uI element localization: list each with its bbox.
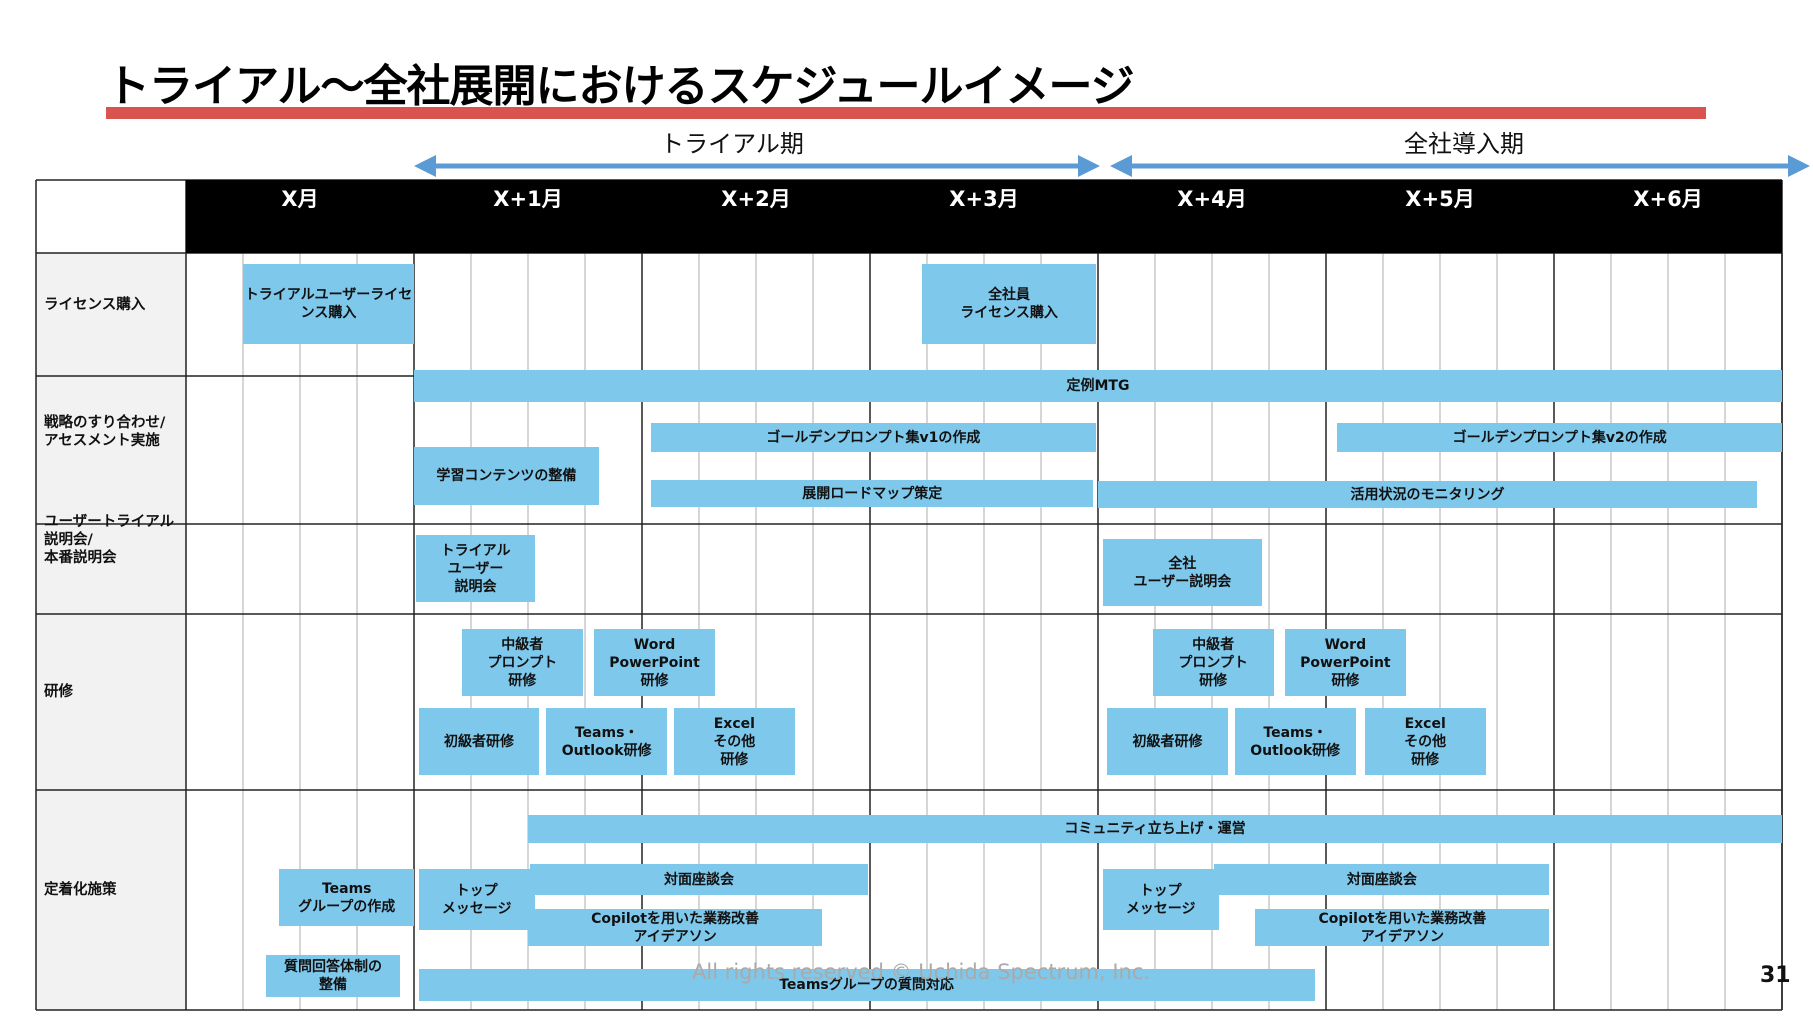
month-header (186, 180, 1782, 253)
schedule-bar[interactable]: Excel その他 研修 (673, 708, 795, 775)
schedule-bar[interactable]: Teams グループの作成 (279, 869, 414, 926)
schedule-bar[interactable]: トップ メッセージ (418, 869, 535, 930)
schedule-bar[interactable]: Teams・ Outlook研修 (1234, 708, 1356, 775)
month-header-2: X+2月 (721, 187, 791, 211)
title-underline (106, 107, 1706, 119)
schedule-bar[interactable]: 活用状況のモニタリング (1098, 481, 1757, 508)
arrow-rollout-phase (1110, 155, 1810, 177)
schedule-bar[interactable]: 定例MTG (414, 370, 1782, 402)
schedule-bar[interactable]: Teamsグループの質問対応 (418, 969, 1315, 1001)
schedule-bar[interactable]: コミュニティ立ち上げ・運営 (528, 815, 1782, 843)
month-header-4: X+4月 (1177, 187, 1247, 211)
schedule-bar[interactable]: 展開ロードマップ策定 (651, 480, 1094, 507)
schedule-bar[interactable]: Copilotを用いた業務改善 アイデアソン (528, 909, 823, 946)
schedule-bar[interactable]: 学習コンテンツの整備 (414, 447, 599, 505)
schedule-bar[interactable]: 全社員 ライセンス購入 (922, 264, 1096, 344)
schedule-bar[interactable]: 質問回答体制の 整備 (265, 955, 401, 997)
schedule-bar[interactable]: Copilotを用いた業務改善 アイデアソン (1255, 909, 1550, 946)
month-header-5: X+5月 (1405, 187, 1475, 211)
phase-label-trial: トライアル期 (660, 130, 804, 158)
schedule-bar[interactable]: ゴールデンプロンプト集v2の作成 (1337, 423, 1782, 452)
copyright-text: All rights reserved © Uchida Spectrum, I… (692, 960, 1151, 984)
schedule-bar[interactable]: 初級者研修 (1107, 708, 1228, 775)
schedule-bar[interactable]: ゴールデンプロンプト集v1の作成 (651, 423, 1096, 452)
month-header-3: X+3月 (949, 187, 1019, 211)
row-label-1: 戦略のすり合わせ/ アセスメント実施 (44, 415, 166, 449)
schedule-bar[interactable]: 全社 ユーザー説明会 (1102, 539, 1263, 606)
arrow-trial-phase (414, 155, 1100, 177)
row-label-4: 定着化施策 (44, 882, 117, 898)
schedule-bar[interactable]: 対面座談会 (1214, 864, 1550, 895)
row-label-0: ライセンス購入 (44, 297, 146, 313)
schedule-bar[interactable]: トライアルユーザーライセ ンス購入 (243, 264, 414, 344)
month-header-0: X月 (281, 187, 319, 211)
page-title: トライアル〜全社展開におけるスケジュールイメージ (106, 61, 1135, 112)
schedule-bar[interactable]: トライアル ユーザー 説明会 (416, 535, 535, 602)
page-number: 31 (1760, 963, 1791, 988)
schedule-bar[interactable]: Excel その他 研修 (1364, 708, 1486, 775)
month-header-6: X+6月 (1633, 187, 1703, 211)
row-label-2: ユーザートライアル 説明会/ 本番説明会 (44, 514, 175, 566)
schedule-bar[interactable]: トップ メッセージ (1102, 869, 1219, 930)
row-label-column (36, 253, 186, 1010)
month-header-1: X+1月 (493, 187, 563, 211)
schedule-bar[interactable]: 中級者 プロンプト 研修 (461, 629, 583, 696)
schedule-bar[interactable]: 初級者研修 (418, 708, 540, 775)
schedule-bar[interactable]: Word PowerPoint 研修 (1284, 629, 1406, 696)
phase-label-rollout: 全社導入期 (1404, 130, 1524, 158)
schedule-bar[interactable]: 中級者 プロンプト 研修 (1152, 629, 1274, 696)
row-label-3: 研修 (44, 684, 73, 700)
schedule-bar[interactable]: Word PowerPoint 研修 (594, 629, 715, 696)
schedule-bar[interactable]: 対面座談会 (530, 864, 868, 895)
schedule-bar[interactable]: Teams・ Outlook研修 (546, 708, 668, 775)
